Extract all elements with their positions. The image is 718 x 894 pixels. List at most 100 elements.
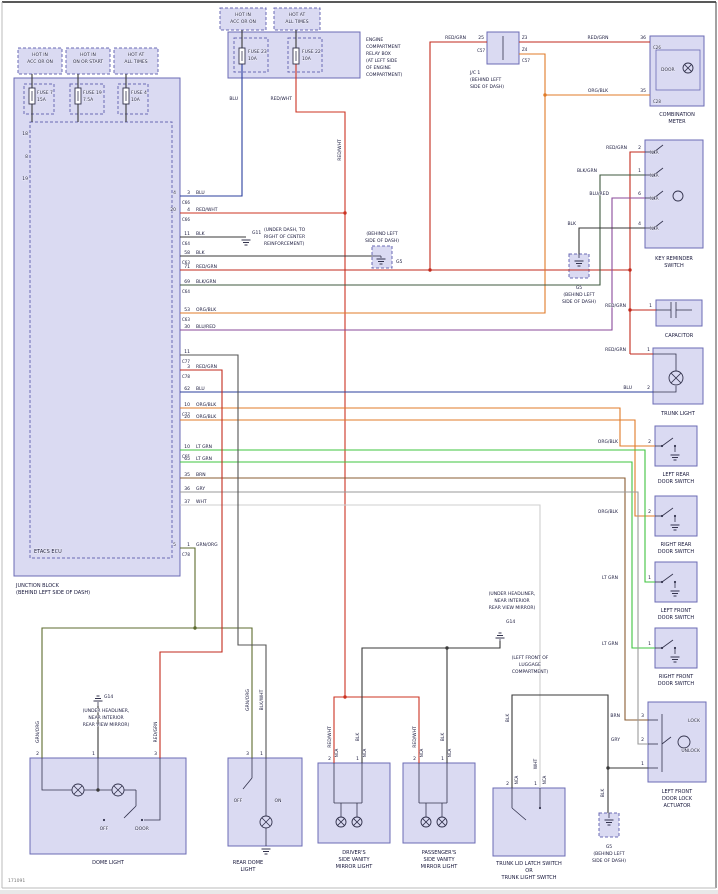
- junction-pin-number: 53: [184, 307, 190, 313]
- label: NCA: [650, 150, 659, 155]
- junction-inner-pin-number: 5: [173, 542, 176, 548]
- label: COMPARTMENT): [512, 669, 548, 675]
- label: NCA: [447, 748, 452, 757]
- hot-acc-or-on-tag: [219, 7, 267, 31]
- label: ACC OR ON: [27, 59, 53, 65]
- rear-dome-light-box: [227, 757, 303, 847]
- label: 1: [441, 756, 444, 762]
- wire-blk-grn: [180, 174, 645, 286]
- label: ON: [275, 798, 282, 804]
- label: REAR VIEW MIRROR): [489, 605, 536, 611]
- wire-grn-org: [195, 627, 253, 758]
- label: G5: [606, 844, 612, 850]
- label: PASSENGER'S: [422, 850, 456, 856]
- label: 4: [638, 221, 641, 227]
- contact-dot: [140, 818, 144, 822]
- label: 15A: [37, 97, 47, 103]
- label: Z4: [522, 47, 528, 52]
- junction-pin-number: 65: [184, 456, 190, 462]
- junction-pin-number: 35: [184, 472, 190, 478]
- label: TRUNK LIGHT SWITCH: [501, 875, 557, 881]
- label: BLK: [355, 732, 361, 742]
- label: RIGHT REAR: [661, 542, 692, 548]
- label: MIRROR LIGHT: [421, 864, 459, 870]
- g5-mid-ground-box: [371, 245, 393, 269]
- wire-red-wht: [295, 64, 346, 763]
- wire-blk: [511, 694, 609, 788]
- dome-light-box: [29, 757, 187, 855]
- label: MIRROR LIGHT: [336, 864, 374, 870]
- junction-pin-number: 11: [184, 231, 190, 237]
- hot-all-times-tag: [273, 7, 321, 31]
- junction-wire-color-label: BLK: [196, 231, 206, 237]
- label: 3: [246, 751, 249, 757]
- label: SIDE VANITY: [423, 857, 455, 863]
- label: RED/GRN: [445, 35, 466, 41]
- contact-dot: [538, 806, 542, 810]
- label: J/C 1: [469, 70, 480, 76]
- label: 2: [638, 145, 641, 151]
- junction-pin-number: 69: [184, 279, 190, 285]
- label: 3: [154, 751, 157, 757]
- label: HOT IN: [32, 52, 48, 58]
- label: COMBINATION: [659, 112, 695, 118]
- label: ON OR START: [73, 59, 104, 65]
- internal-line: [653, 190, 664, 199]
- label: NCA: [514, 775, 519, 784]
- contact-dot: [652, 173, 656, 177]
- lamp-filament-icon: [73, 785, 83, 795]
- label: SIDE OF DASH): [562, 299, 596, 305]
- label: G5: [396, 259, 402, 265]
- label: 1: [648, 575, 651, 581]
- contact-dot: [673, 444, 677, 448]
- label: RED/WHT: [337, 139, 343, 161]
- label: SIDE OF DASH): [470, 84, 504, 90]
- contact-dot: [652, 150, 656, 154]
- label: REAR DOME: [233, 860, 263, 866]
- label: 10A: [302, 56, 312, 62]
- wire-red-wht: [345, 696, 420, 763]
- label: BLK/GRN: [577, 168, 597, 174]
- junction-connector-label: C66: [182, 200, 190, 205]
- label: RED/WHT: [412, 726, 418, 748]
- label: 7.5A: [83, 97, 94, 103]
- label: NCA: [650, 226, 659, 231]
- label: 1: [647, 347, 650, 353]
- label: 2: [36, 751, 39, 757]
- wire-blu: [180, 64, 243, 197]
- wire-blu-red: [180, 197, 645, 331]
- junction-pin-number: 10: [184, 444, 190, 450]
- lamp-icon: [420, 816, 432, 828]
- junction-connector-label: C78: [182, 374, 190, 379]
- symbols-layer: [28, 47, 694, 855]
- junction-wire-color-label: RED/GRN: [196, 364, 217, 370]
- label: LT GRN: [602, 575, 618, 581]
- label: 18: [22, 131, 28, 137]
- label: 2: [413, 756, 416, 762]
- lamp-filament-icon: [261, 817, 271, 827]
- contact-dot: [673, 514, 677, 518]
- label: NCA: [650, 196, 659, 201]
- label: ETACS ECU: [34, 549, 62, 555]
- wire-junction-dot: [628, 268, 632, 272]
- label: BLU: [623, 385, 632, 391]
- lamp-icon: [436, 816, 448, 828]
- internals-layer: [41, 36, 692, 846]
- label: RED/GRN: [153, 722, 159, 743]
- label: BRN: [610, 713, 620, 719]
- junction-pin-number: 62: [184, 386, 190, 392]
- wire-red-grn: [159, 369, 223, 758]
- label: G5: [576, 285, 582, 291]
- label: FUSE 4: [131, 90, 147, 96]
- label: (BEHIND LEFT SIDE OF DASH): [16, 590, 90, 596]
- label: DOME LIGHT: [92, 860, 125, 866]
- wire-red-grn: [429, 41, 487, 270]
- internal-line: [661, 639, 674, 649]
- junction-wire-color-label: RED/WHT: [196, 207, 218, 213]
- contact-dot: [652, 226, 656, 230]
- label: (UNDER HEADLINER,: [489, 591, 536, 597]
- label: 1: [638, 168, 641, 174]
- label: (UNDER HEADLINER,: [83, 708, 130, 714]
- label: (BEHIND LEFT: [470, 77, 502, 83]
